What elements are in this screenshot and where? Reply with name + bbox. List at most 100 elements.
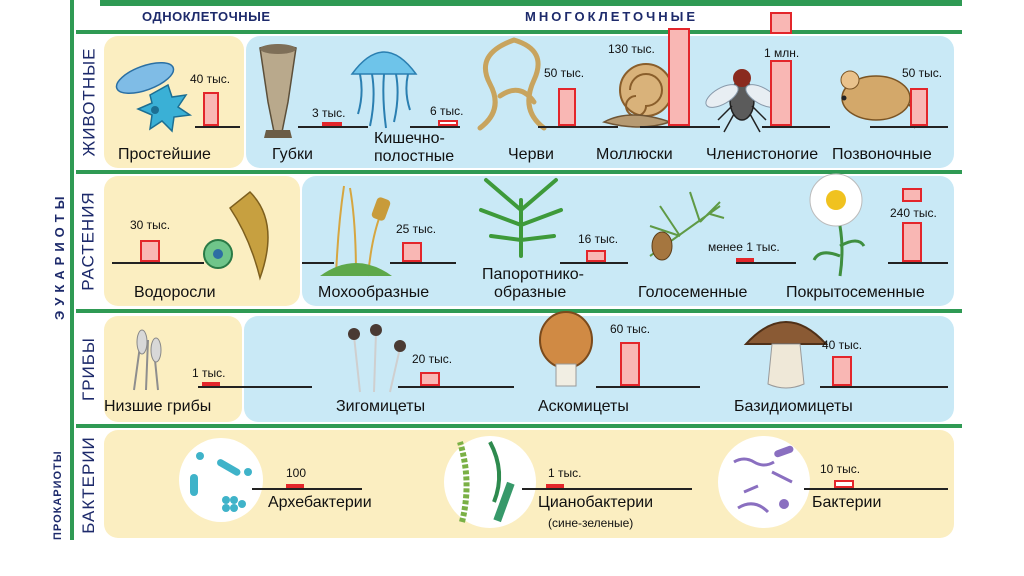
label-vertebrates: Позвоночные (832, 146, 932, 163)
bar-arthropods-top (770, 12, 792, 34)
morel-illustration (539, 311, 593, 387)
label-archaebacteria: Архебактерии (268, 494, 372, 511)
bar-zygomycetes (420, 372, 440, 386)
baseline-moss-left (302, 262, 334, 264)
value-basidiomycetes: 40 тыс. (822, 338, 863, 352)
value-zygomycetes: 20 тыс. (412, 352, 453, 366)
lower-fungi-illustration (133, 329, 162, 391)
label-lower-fungi: Низшие грибы (104, 398, 212, 415)
baseline-ferns (560, 262, 628, 264)
snail-illustration (602, 63, 673, 128)
rule-top (76, 30, 962, 34)
label-cyanobacteria-2: (сине-зеленые) (548, 516, 634, 530)
panel-lower-fungi (104, 316, 242, 422)
domain-eukaryotes: ЭУКАРИОТЫ (52, 191, 67, 320)
label-algae: Водоросли (134, 284, 216, 301)
header-rule (100, 0, 962, 6)
value-arthropods: 1 млн. (764, 46, 800, 60)
label-protozoa: Простейшие (118, 146, 211, 163)
fern-illustration (479, 178, 563, 258)
value-ascomycetes: 60 тыс. (610, 322, 651, 336)
bar-worms (558, 88, 576, 126)
protozoa-illustration (115, 62, 193, 133)
baseline-sponges (298, 126, 368, 128)
baseline-angiosperms (888, 262, 948, 264)
panel-multicellular-animals (246, 36, 954, 168)
label-sponges: Губки (272, 146, 313, 163)
value-cyanobacteria: 1 тыс. (548, 466, 582, 480)
row-label-fungi: ГРИБЫ (79, 337, 98, 401)
label-gymnosperms: Голосеменные (638, 284, 748, 301)
bar-vertebrates (910, 88, 928, 126)
bar-cyanobacteria (546, 484, 564, 488)
baseline-worms (538, 126, 618, 128)
cyanobacteria-illustration (444, 436, 536, 528)
baseline-cnidarians (410, 126, 460, 128)
bar-basidiomycetes (832, 356, 852, 386)
value-moss: 25 тыс. (396, 222, 437, 236)
label-ferns-2: образные (494, 284, 567, 301)
header: ОДНОКЛЕТОЧНЫЕ МНОГОКЛЕТОЧНЫЕ (100, 6, 960, 28)
value-worms: 50 тыс. (544, 66, 585, 80)
bar-moss (402, 242, 422, 262)
value-bacteria: 10 тыс. (820, 462, 861, 476)
value-mollusks: 130 тыс. (608, 42, 655, 56)
value-cnidarians: 6 тыс. (430, 104, 464, 118)
zygomycetes-illustration (348, 324, 406, 393)
row-label-bacteria: БАКТЕРИИ (79, 436, 98, 534)
bar-ascomycetes (620, 342, 640, 386)
baseline-mollusks (640, 126, 720, 128)
bar-bacteria (834, 480, 854, 488)
bar-angiosperms-top (902, 188, 922, 202)
chamomile-illustration (809, 173, 866, 277)
sponge-illustration (259, 44, 297, 138)
value-ferns: 16 тыс. (578, 232, 619, 246)
value-algae: 30 тыс. (130, 218, 171, 232)
label-ascomycetes: Аскомицеты (538, 398, 629, 415)
bacteria-illustration (718, 436, 810, 528)
value-protozoa: 40 тыс. (190, 72, 231, 86)
domain-divider (70, 0, 74, 540)
label-basidiomycetes: Базидиомицеты (734, 398, 853, 415)
bar-mollusks (668, 28, 690, 126)
baseline-archaebacteria (252, 488, 362, 490)
bar-lower-fungi (202, 382, 220, 386)
bar-sponges (322, 122, 342, 126)
label-arthropods: Членистоногие (706, 146, 819, 163)
algae-illustration (203, 190, 269, 281)
rule-animals-plants (76, 170, 962, 174)
archaebacteria-illustration (179, 438, 263, 522)
value-lower-fungi: 1 тыс. (192, 366, 226, 380)
label-cnidarians-2: полостные (374, 148, 455, 165)
bar-arthropods (770, 60, 792, 126)
baseline-vertebrates (870, 126, 948, 128)
mouse-illustration (840, 70, 918, 129)
label-zygomycetes: Зигомицеты (336, 398, 426, 415)
bar-angiosperms (902, 222, 922, 262)
baseline-cyanobacteria (522, 488, 692, 490)
bar-algae (140, 240, 160, 262)
moss-illustration (320, 185, 392, 277)
baseline-bacteria (804, 488, 948, 490)
rule-plants-fungi (76, 309, 962, 313)
bar-cnidarians (438, 120, 458, 126)
worm-illustration (477, 37, 547, 131)
baseline-gymnosperms (736, 262, 796, 264)
baseline-arthropods (762, 126, 830, 128)
fly-illustration (705, 69, 779, 133)
row-label-animals: ЖИВОТНЫЕ (79, 47, 98, 157)
baseline-ascomycetes (596, 386, 700, 388)
value-archaebacteria: 100 (286, 466, 307, 480)
row-label-plants: РАСТЕНИЯ (79, 191, 98, 291)
bar-protozoa (203, 92, 219, 126)
baseline-algae (112, 262, 204, 264)
pine-illustration (649, 191, 725, 261)
rule-fungi-bacteria (76, 424, 962, 428)
baseline-protozoa (195, 126, 240, 128)
value-vertebrates: 50 тыс. (902, 66, 943, 80)
label-cyanobacteria-1: Цианобактерии (538, 494, 654, 511)
value-sponges: 3 тыс. (312, 106, 346, 120)
header-multicellular: МНОГОКЛЕТОЧНЫЕ (525, 9, 699, 24)
baseline-basidiomycetes (820, 386, 948, 388)
header-unicellular: ОДНОКЛЕТОЧНЫЕ (142, 9, 271, 24)
